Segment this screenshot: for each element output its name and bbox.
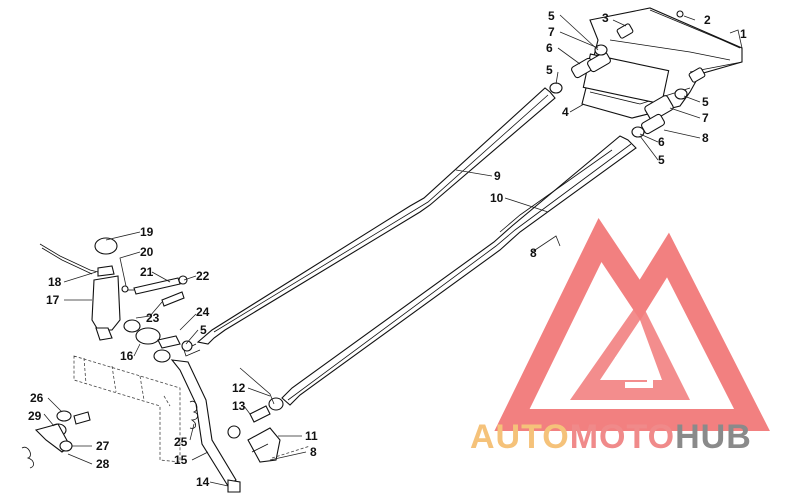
callout-15: 15 — [174, 453, 188, 467]
coolant-tube-10 — [281, 135, 637, 406]
callout-5b: 5 — [546, 63, 553, 77]
lower-hose-assembly — [123, 319, 241, 493]
callout-7a: 7 — [548, 25, 555, 39]
callout-16: 16 — [120, 349, 134, 363]
callout-13: 13 — [232, 399, 246, 413]
callout-19: 19 — [140, 225, 154, 239]
callout-27: 27 — [96, 439, 110, 453]
callout-24: 24 — [196, 305, 210, 319]
callout-8c: 8 — [310, 445, 317, 459]
callout-6a: 6 — [546, 41, 553, 55]
logo-triangle-outer — [494, 217, 770, 431]
watermark-logo-wordmark: AUTOMOTOHUB — [470, 418, 790, 458]
callout-6b: 6 — [658, 135, 665, 149]
heater-core-assembly — [549, 7, 743, 138]
lower-connector-assembly — [227, 397, 311, 463]
callout-5c: 5 — [702, 95, 709, 109]
callout-3: 3 — [602, 11, 609, 25]
callout-14: 14 — [196, 475, 210, 489]
logo-triangle-inner — [570, 300, 690, 400]
logo-word-moto: MOTO — [569, 418, 676, 456]
callout-23: 23 — [146, 311, 160, 325]
leader-lines — [43, 14, 743, 487]
callout-12: 12 — [232, 381, 246, 395]
callout-11: 11 — [305, 429, 318, 443]
callout-5a: 5 — [548, 9, 555, 23]
callout-25: 25 — [174, 435, 188, 449]
watermark-logo-mark — [494, 217, 770, 431]
callout-21: 21 — [140, 265, 154, 279]
callout-9: 9 — [494, 169, 501, 183]
small-hose-kit — [21, 410, 91, 469]
callout-5e: 5 — [200, 323, 207, 337]
callout-20: 20 — [140, 245, 154, 259]
callout-26: 26 — [30, 391, 44, 405]
logo-inner-g — [615, 357, 653, 388]
callout-labels: 1 2 3 4 5 5 5 5 5 6 6 7 7 8 8 8 9 10 11 … — [28, 9, 747, 489]
coolant-tube-9 — [183, 87, 556, 357]
callout-8a: 8 — [702, 131, 709, 145]
callout-2: 2 — [704, 13, 711, 27]
logo-word-auto: AUTO — [470, 418, 570, 456]
callout-7b: 7 — [702, 111, 709, 125]
callout-17: 17 — [46, 293, 60, 307]
callout-18: 18 — [48, 275, 62, 289]
callout-1: 1 — [740, 27, 747, 41]
callout-28: 28 — [96, 457, 110, 471]
callout-29: 29 — [28, 409, 42, 423]
callout-5d: 5 — [658, 153, 665, 167]
callout-22: 22 — [196, 269, 210, 283]
callout-10: 10 — [490, 191, 504, 205]
callout-8b: 8 — [530, 246, 537, 260]
logo-word-hub: HUB — [675, 418, 752, 456]
coolant-reservoir — [39, 237, 188, 341]
radiator-phantom — [73, 355, 181, 463]
callout-4: 4 — [562, 105, 569, 119]
